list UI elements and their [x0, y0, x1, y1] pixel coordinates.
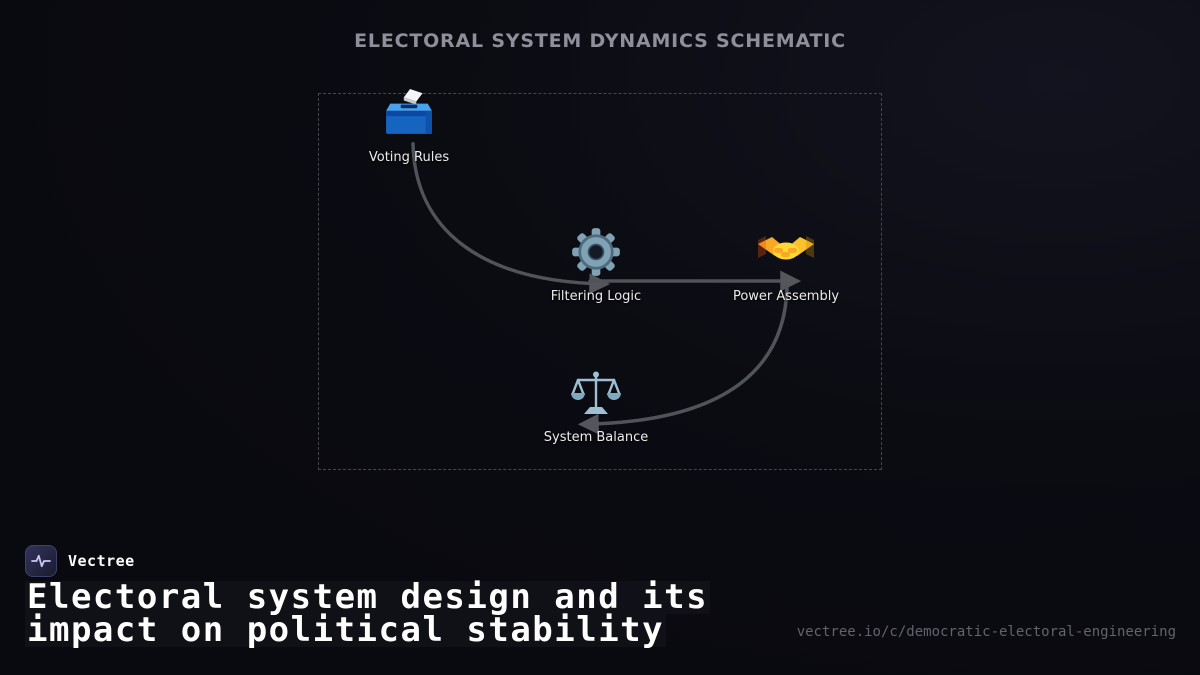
headline: Electoral system design and its impact o… [25, 577, 710, 650]
node-filtering-logic: Filtering Logic [531, 227, 661, 304]
node-label: Voting Rules [368, 150, 450, 165]
page-url[interactable]: vectree.io/c/democratic-electoral-engine… [796, 624, 1176, 640]
node-label: Filtering Logic [550, 289, 642, 304]
node-voting-rules: Voting Rules [344, 88, 474, 165]
page-title: ELECTORAL SYSTEM DYNAMICS SCHEMATIC [354, 30, 846, 52]
brand-row: Vectree [25, 545, 135, 577]
waveform-icon [31, 554, 51, 568]
node-label: Power Assembly [732, 289, 840, 304]
node-balance-scale-node: System Balance [531, 368, 661, 445]
ballot-box-icon [384, 88, 434, 138]
node-power-assembly: Power Assembly [721, 227, 851, 304]
gear-icon [570, 227, 622, 277]
handshake-icon [758, 227, 814, 277]
vectree-logo [25, 545, 57, 577]
headline-line-2: impact on political stability [27, 610, 665, 650]
node-label: System Balance [543, 430, 649, 445]
headline-line-1: Electoral system design and its [27, 577, 709, 617]
brand-name: Vectree [68, 552, 135, 570]
balance-scale-icon [570, 368, 622, 418]
diagram-frame: Voting Rules Filtering Logic [318, 89, 882, 470]
